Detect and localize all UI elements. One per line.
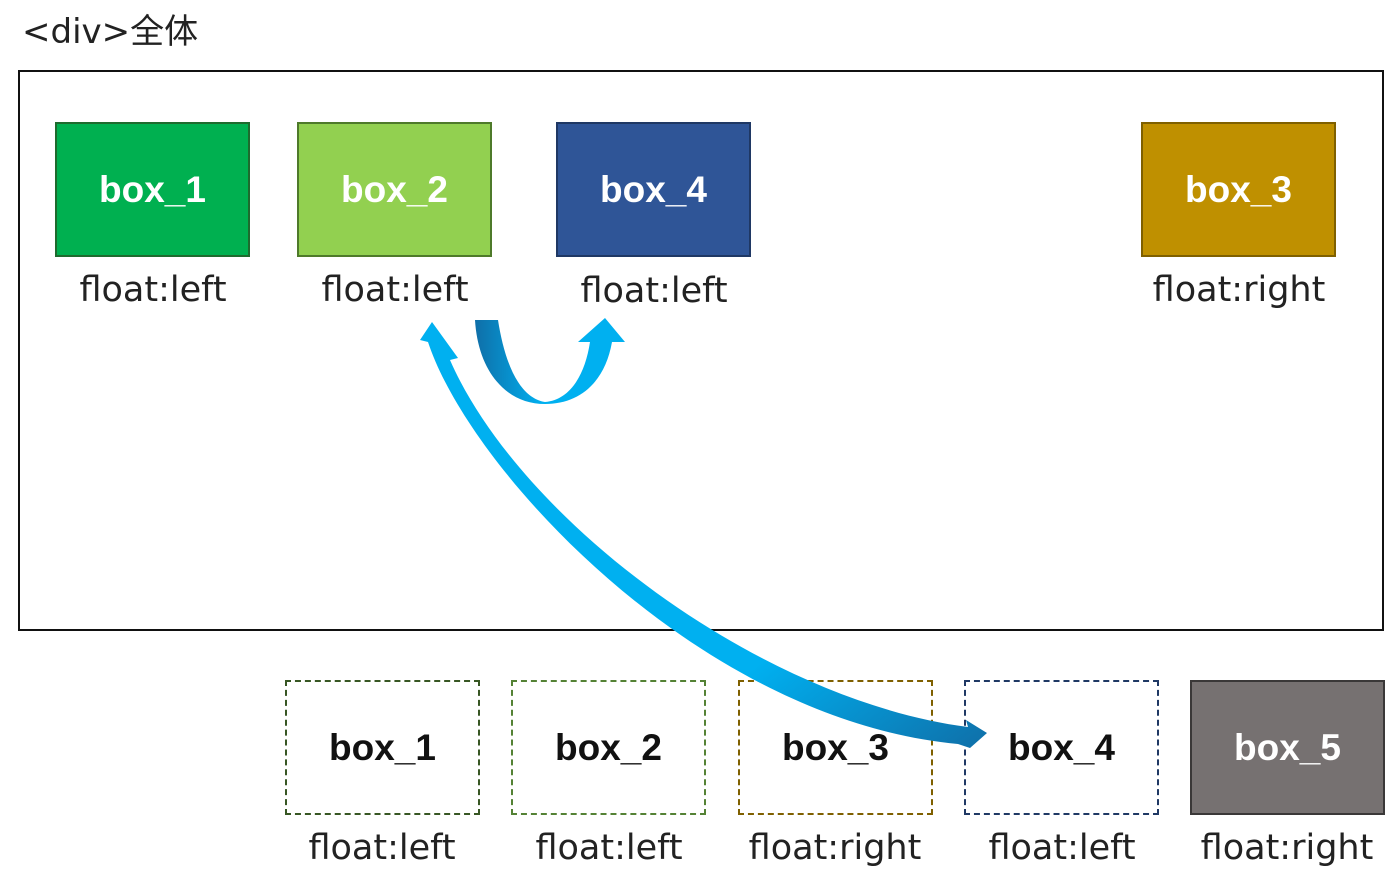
top-box-1-caption: float:left	[79, 270, 227, 310]
bottom-box-1: box_1	[285, 680, 480, 815]
top-box-2-caption: float:left	[321, 270, 469, 310]
bottom-box-3: box_3	[738, 680, 933, 815]
top-box-1: box_1	[55, 122, 250, 257]
bottom-box-2-caption: float:left	[535, 828, 683, 868]
bottom-box-4: box_4	[964, 680, 1159, 815]
bottom-box-5: box_5	[1190, 680, 1385, 815]
top-box-3: box_3	[1141, 122, 1336, 257]
top-box-2: box_2	[297, 122, 492, 257]
bottom-box-2: box_2	[511, 680, 706, 815]
top-box-3-caption: float:right	[1152, 270, 1326, 310]
top-box-4: box_4	[556, 122, 751, 257]
top-box-4-caption: float:left	[580, 271, 728, 311]
bottom-box-1-caption: float:left	[308, 828, 456, 868]
bottom-box-3-caption: float:right	[748, 828, 922, 868]
bottom-box-4-caption: float:left	[988, 828, 1136, 868]
container-title: <div>全体	[22, 12, 199, 52]
bottom-box-5-caption: float:right	[1200, 828, 1374, 868]
